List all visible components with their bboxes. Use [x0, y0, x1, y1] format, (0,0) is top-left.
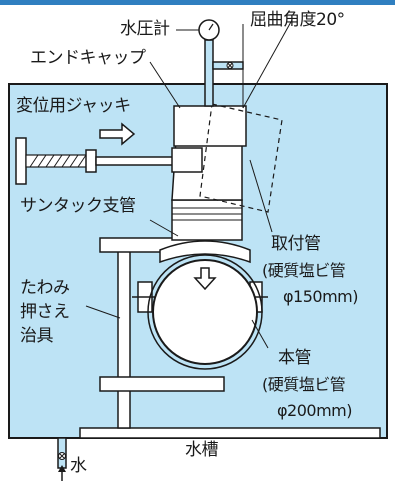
- label-jig-line3: 治具: [20, 326, 54, 346]
- label-main-pipe: 本管: [278, 348, 312, 368]
- gauge-valve-icon: [226, 62, 234, 69]
- inlet-valve-icon: [58, 452, 66, 460]
- jack-rod: [95, 156, 177, 166]
- inflow-arrow-icon: [58, 465, 66, 481]
- label-attachment-pipe-size: φ150mm): [283, 287, 359, 306]
- label-bend-angle: 屈曲角度20°: [250, 10, 345, 30]
- end-cap: [173, 105, 247, 147]
- leader-endcap: [149, 61, 181, 109]
- leader-main-pipe: [251, 319, 269, 349]
- label-displacement-jack: 変位用ジャッキ: [16, 96, 131, 116]
- leader-suntack: [149, 219, 179, 237]
- jack-mount: [15, 137, 27, 185]
- jack-nut: [85, 149, 97, 173]
- label-main-pipe-spec: (硬質塩ビ管: [262, 375, 346, 394]
- tank-floor-base: [79, 427, 381, 439]
- label-jig-line1: たわみ: [20, 278, 70, 298]
- jack-head: [171, 147, 203, 173]
- label-main-pipe-size: φ200mm): [277, 401, 353, 420]
- suntack-saddle: [159, 240, 251, 264]
- label-pressure-gauge: 水圧計: [120, 19, 170, 39]
- bent-position-outline: [199, 103, 283, 213]
- jig-bottom-plate: [99, 376, 225, 392]
- leader-attachment: [249, 159, 273, 233]
- jack-screw: [25, 154, 91, 168]
- label-attachment-pipe: 取付管: [271, 234, 321, 254]
- label-suntack-branch: サンタック支管: [20, 196, 136, 216]
- main-pipe: [152, 259, 258, 365]
- label-water: 水: [70, 456, 87, 476]
- leader-jig: [85, 305, 121, 319]
- gauge-pipe: [204, 39, 214, 107]
- header-strip: [0, 0, 395, 5]
- pressure-gauge-icon: [198, 19, 220, 41]
- label-jig-line2: 押さえ: [20, 302, 70, 322]
- jig-post: [117, 247, 131, 429]
- down-arrow-icon: [193, 267, 217, 291]
- main-pipe-ring: [147, 254, 263, 370]
- angle-line-tilted: [242, 19, 293, 109]
- push-arrow-icon: [99, 122, 136, 146]
- label-attachment-pipe-spec: (硬質塩ビ管: [262, 261, 346, 280]
- label-end-cap: エンドキャップ: [30, 48, 146, 68]
- label-water-tank: 水槽: [185, 440, 219, 460]
